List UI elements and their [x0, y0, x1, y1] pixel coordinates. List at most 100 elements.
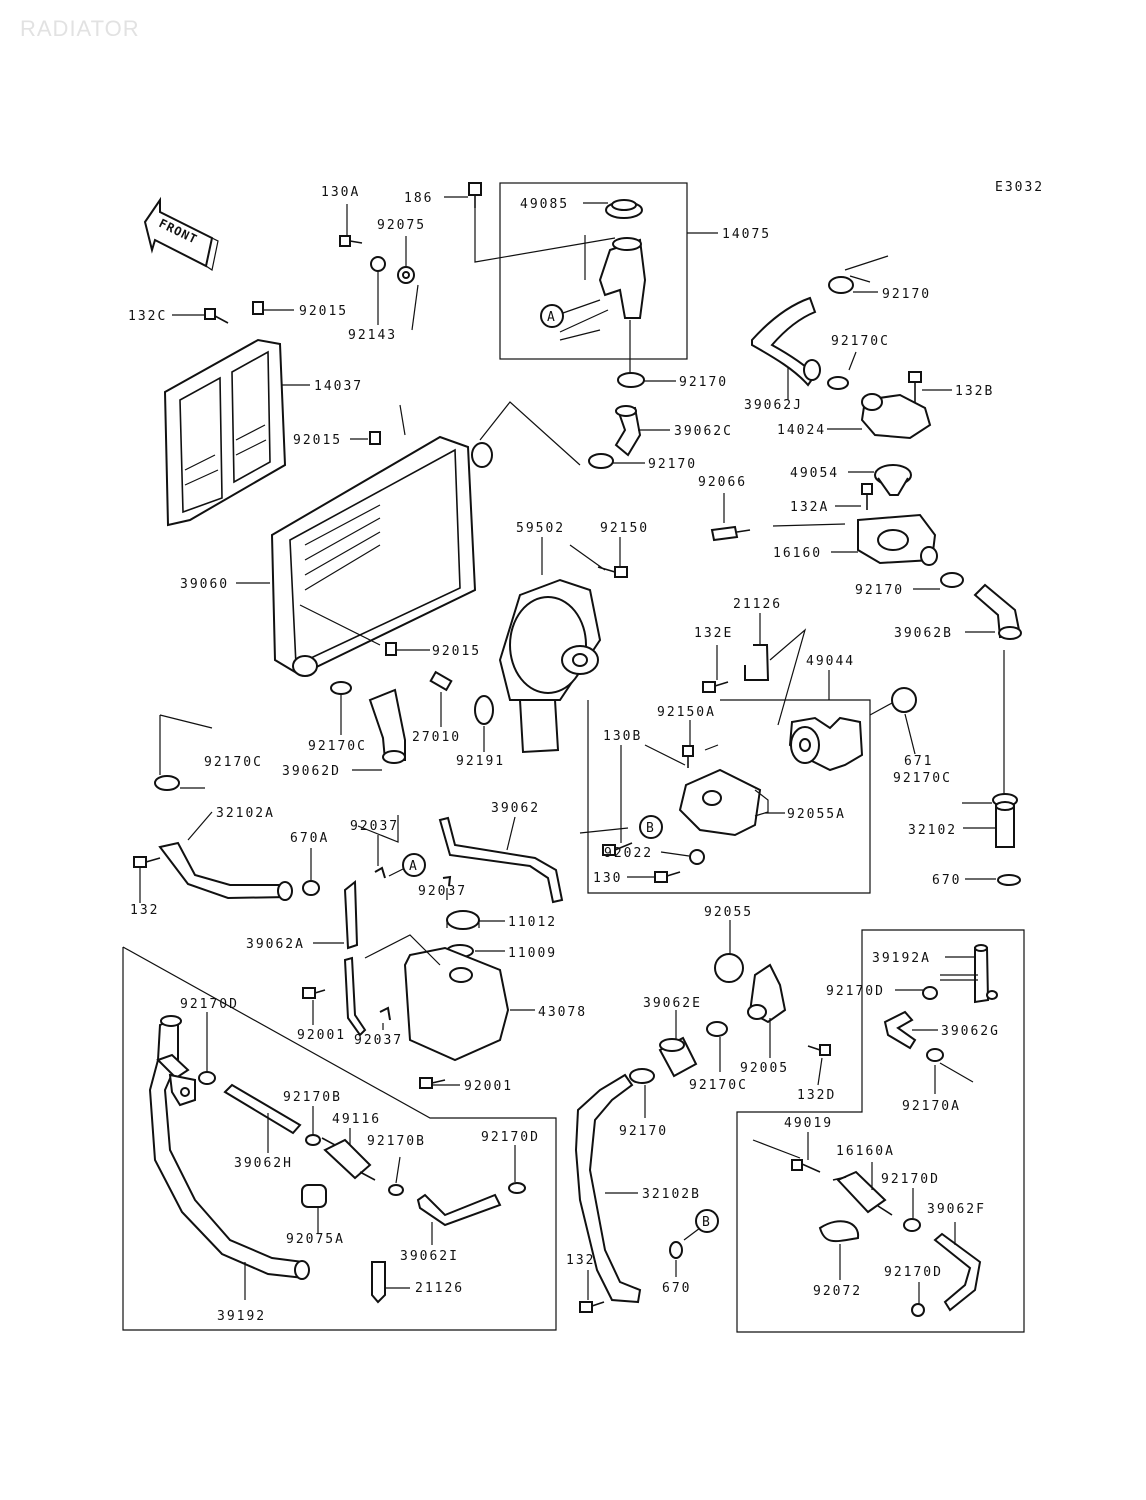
label-132: 132	[130, 903, 159, 918]
label-32102b: 32102B	[642, 1187, 701, 1202]
clamp-92170d-r3-icon	[911, 1303, 925, 1317]
bolt-92001-icon	[302, 987, 326, 999]
thermostat-icon	[874, 464, 912, 496]
label-39062f: 39062F	[927, 1202, 986, 1217]
bolt-132e-icon	[702, 681, 729, 693]
label-92170a: 92170A	[902, 1099, 961, 1114]
nut-92015b-icon	[369, 431, 381, 445]
bolt-186-icon	[468, 182, 482, 208]
label-670-b: 670	[932, 873, 961, 888]
label-39062b: 39062B	[894, 626, 953, 641]
label-92001-b: 92001	[464, 1079, 513, 1094]
grommet-92143-icon	[370, 256, 386, 272]
label-32102: 32102	[908, 823, 957, 838]
label-130b: 130B	[603, 729, 642, 744]
water-pump-box	[587, 699, 871, 894]
part-labels: 130A 186 49085 14075 92075 92143 92015 1…	[128, 185, 998, 1324]
clip-92037c-icon	[379, 1006, 391, 1021]
clamp-92170c-left-icon	[154, 775, 180, 791]
nut-92015-icon	[252, 301, 264, 315]
clamp-92170b-2-icon	[388, 1184, 404, 1196]
label-11009: 11009	[508, 946, 557, 961]
clamp-92170-top-icon	[828, 276, 854, 294]
label-671: 671	[904, 754, 933, 769]
label-132e: 132E	[694, 626, 733, 641]
label-92170-e: 92170	[855, 583, 904, 598]
label-92055: 92055	[704, 905, 753, 920]
left-lower-box	[122, 946, 557, 1331]
cooling-fan-icon	[498, 578, 602, 754]
grommet-92075a-icon	[301, 1184, 327, 1208]
filler-neck-icon	[598, 237, 647, 319]
pump-cover-icon	[678, 768, 762, 837]
label-92170c: 92170C	[831, 334, 890, 349]
strap-92072-icon	[818, 1220, 860, 1243]
label-92170c-4: 92170C	[893, 771, 952, 786]
label-11012: 11012	[508, 915, 557, 930]
label-92066: 92066	[698, 475, 747, 490]
label-92170d-4: 92170D	[881, 1172, 940, 1187]
label-92143: 92143	[348, 328, 397, 343]
grommet-92075-icon	[397, 266, 415, 284]
label-670-c: 670	[662, 1281, 691, 1296]
clamp-92170d-mid-icon	[508, 1182, 526, 1194]
label-92170d-3: 92170D	[481, 1130, 540, 1145]
valve-16160a-icon	[832, 1170, 893, 1216]
pipe-32102-icon	[995, 801, 1015, 848]
label-670a: 670A	[290, 831, 329, 846]
callout-a-mid: A	[402, 853, 426, 877]
pipe-32102a-icon	[158, 841, 293, 901]
label-49044: 49044	[806, 654, 855, 669]
oring-670a-icon	[302, 880, 320, 896]
clamp-92170-low-icon	[629, 1068, 655, 1084]
pipe-32102b-icon	[574, 1073, 642, 1304]
oring-670-low-icon	[669, 1241, 683, 1259]
label-92001: 92001	[297, 1028, 346, 1043]
clamp-92170d-left-icon	[198, 1071, 216, 1085]
label-39062a: 39062A	[246, 937, 305, 952]
label-14075: 14075	[722, 227, 771, 242]
svg-text:B: B	[702, 1215, 712, 1230]
label-92170d-5: 92170D	[884, 1265, 943, 1280]
label-39062: 39062	[491, 801, 540, 816]
filler-neck-box	[499, 182, 688, 360]
label-92170: 92170	[882, 287, 931, 302]
oring-92055-icon	[714, 953, 744, 983]
label-39062c: 39062C	[674, 424, 733, 439]
bolt-132-low-icon	[579, 1301, 605, 1313]
label-49019: 49019	[784, 1116, 833, 1131]
label-130: 130	[593, 871, 622, 886]
label-92022: 92022	[604, 846, 653, 861]
label-186: 186	[404, 191, 433, 206]
sensor-27010-icon	[429, 670, 453, 692]
svg-text:A: A	[409, 859, 419, 874]
label-39062d: 39062D	[282, 764, 341, 779]
bolt-132b-icon	[908, 371, 922, 402]
label-21126: 21126	[733, 597, 782, 612]
label-27010: 27010	[412, 730, 461, 745]
label-92037-b: 92037	[418, 884, 467, 899]
clamp-92170b-icon	[305, 1134, 321, 1146]
label-92055a: 92055A	[787, 807, 846, 822]
label-92015-c: 92015	[432, 644, 481, 659]
label-92150a: 92150A	[657, 705, 716, 720]
label-92170-d: 92170	[648, 457, 697, 472]
clamp-92170d-r2-icon	[903, 1218, 921, 1232]
label-39192: 39192	[217, 1309, 266, 1324]
bracket-21126b-icon	[371, 1261, 386, 1304]
hose-39062b-icon	[973, 583, 1022, 640]
nut-92015c-icon	[385, 642, 397, 656]
clamp-92170a-icon	[926, 1048, 944, 1062]
page-title: RADIATOR	[20, 16, 140, 41]
label-39062e: 39062E	[643, 996, 702, 1011]
callout-b-low: B	[695, 1209, 719, 1233]
oring-670-icon	[997, 874, 1021, 886]
label-132c: 132C	[128, 309, 167, 324]
front-arrow-icon: FRONT	[143, 196, 219, 271]
label-43078: 43078	[538, 1005, 587, 1020]
bracket-left-icon	[168, 1073, 196, 1107]
collar-92191-icon	[474, 695, 494, 725]
label-14037: 14037	[314, 379, 363, 394]
label-39062i: 39062I	[400, 1249, 459, 1264]
